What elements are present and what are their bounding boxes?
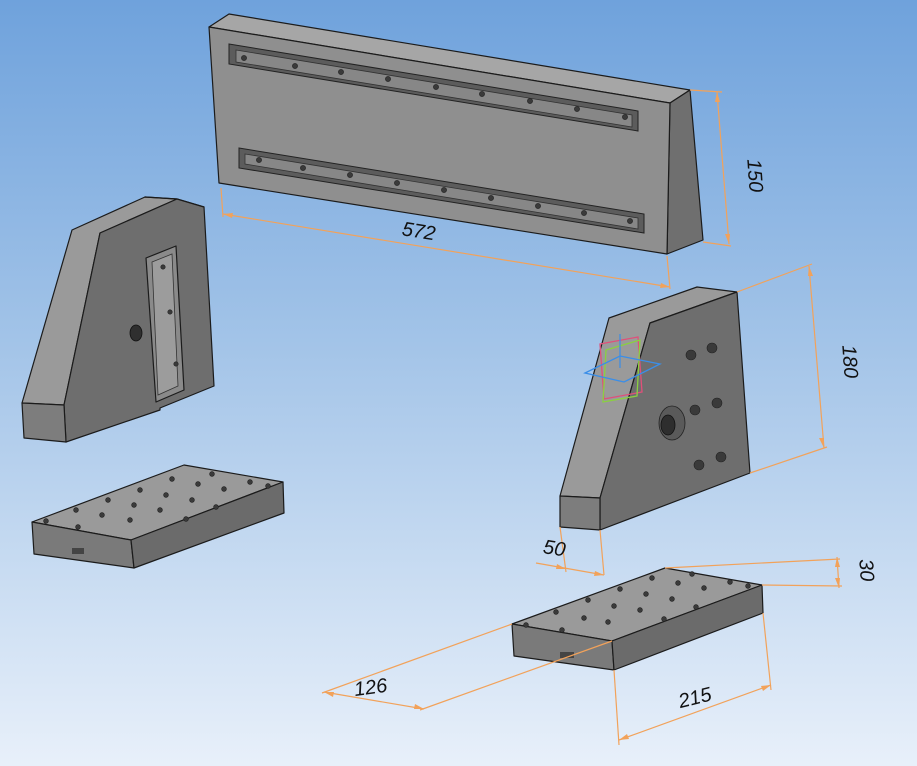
- dimension-215-label: 215: [675, 683, 715, 713]
- triad-plane-yz: [602, 339, 641, 403]
- right-bracket-holes: [685, 342, 727, 471]
- left-bracket-bottom-end: [21, 402, 67, 443]
- coordinate-triad[interactable]: [583, 334, 662, 403]
- left-bracket-bore: [129, 324, 143, 342]
- triad-plane-xy: [599, 336, 643, 400]
- back-plate-front-face: [208, 26, 671, 255]
- left-base-side-face: [130, 481, 285, 569]
- dimension-30[interactable]: 30: [664, 556, 878, 589]
- dimension-150[interactable]: 150: [689, 89, 767, 247]
- left-bracket-rail-groove: [151, 253, 179, 396]
- right-base[interactable]: [511, 567, 764, 671]
- dimension-50[interactable]: 50: [535, 526, 605, 576]
- dimension-126-label: 126: [353, 675, 390, 702]
- left-base-holes: [43, 471, 271, 530]
- dimension-126[interactable]: 126: [321, 623, 613, 711]
- dimension-180[interactable]: 180: [736, 263, 862, 474]
- lower-slot-inner: [244, 153, 639, 230]
- right-base-holes: [523, 571, 751, 633]
- left-base[interactable]: [31, 464, 285, 569]
- right-bracket[interactable]: [559, 286, 751, 531]
- right-bracket-bottom-end: [559, 495, 601, 531]
- dimension-572-label: 572: [401, 218, 437, 245]
- back-plate[interactable]: [208, 13, 704, 255]
- back-plate-holes: [241, 55, 633, 224]
- right-bracket-bore: [660, 414, 676, 436]
- dimension-180-label: 180: [837, 344, 861, 379]
- dimension-30-label: 30: [854, 558, 877, 582]
- left-bracket[interactable]: [21, 196, 215, 443]
- dimension-572[interactable]: 572: [220, 187, 671, 290]
- triad-plane-xz: [583, 355, 662, 383]
- dimension-150-label: 150: [742, 158, 766, 193]
- back-plate-side-face: [666, 89, 704, 255]
- dimension-50-label: 50: [542, 536, 567, 561]
